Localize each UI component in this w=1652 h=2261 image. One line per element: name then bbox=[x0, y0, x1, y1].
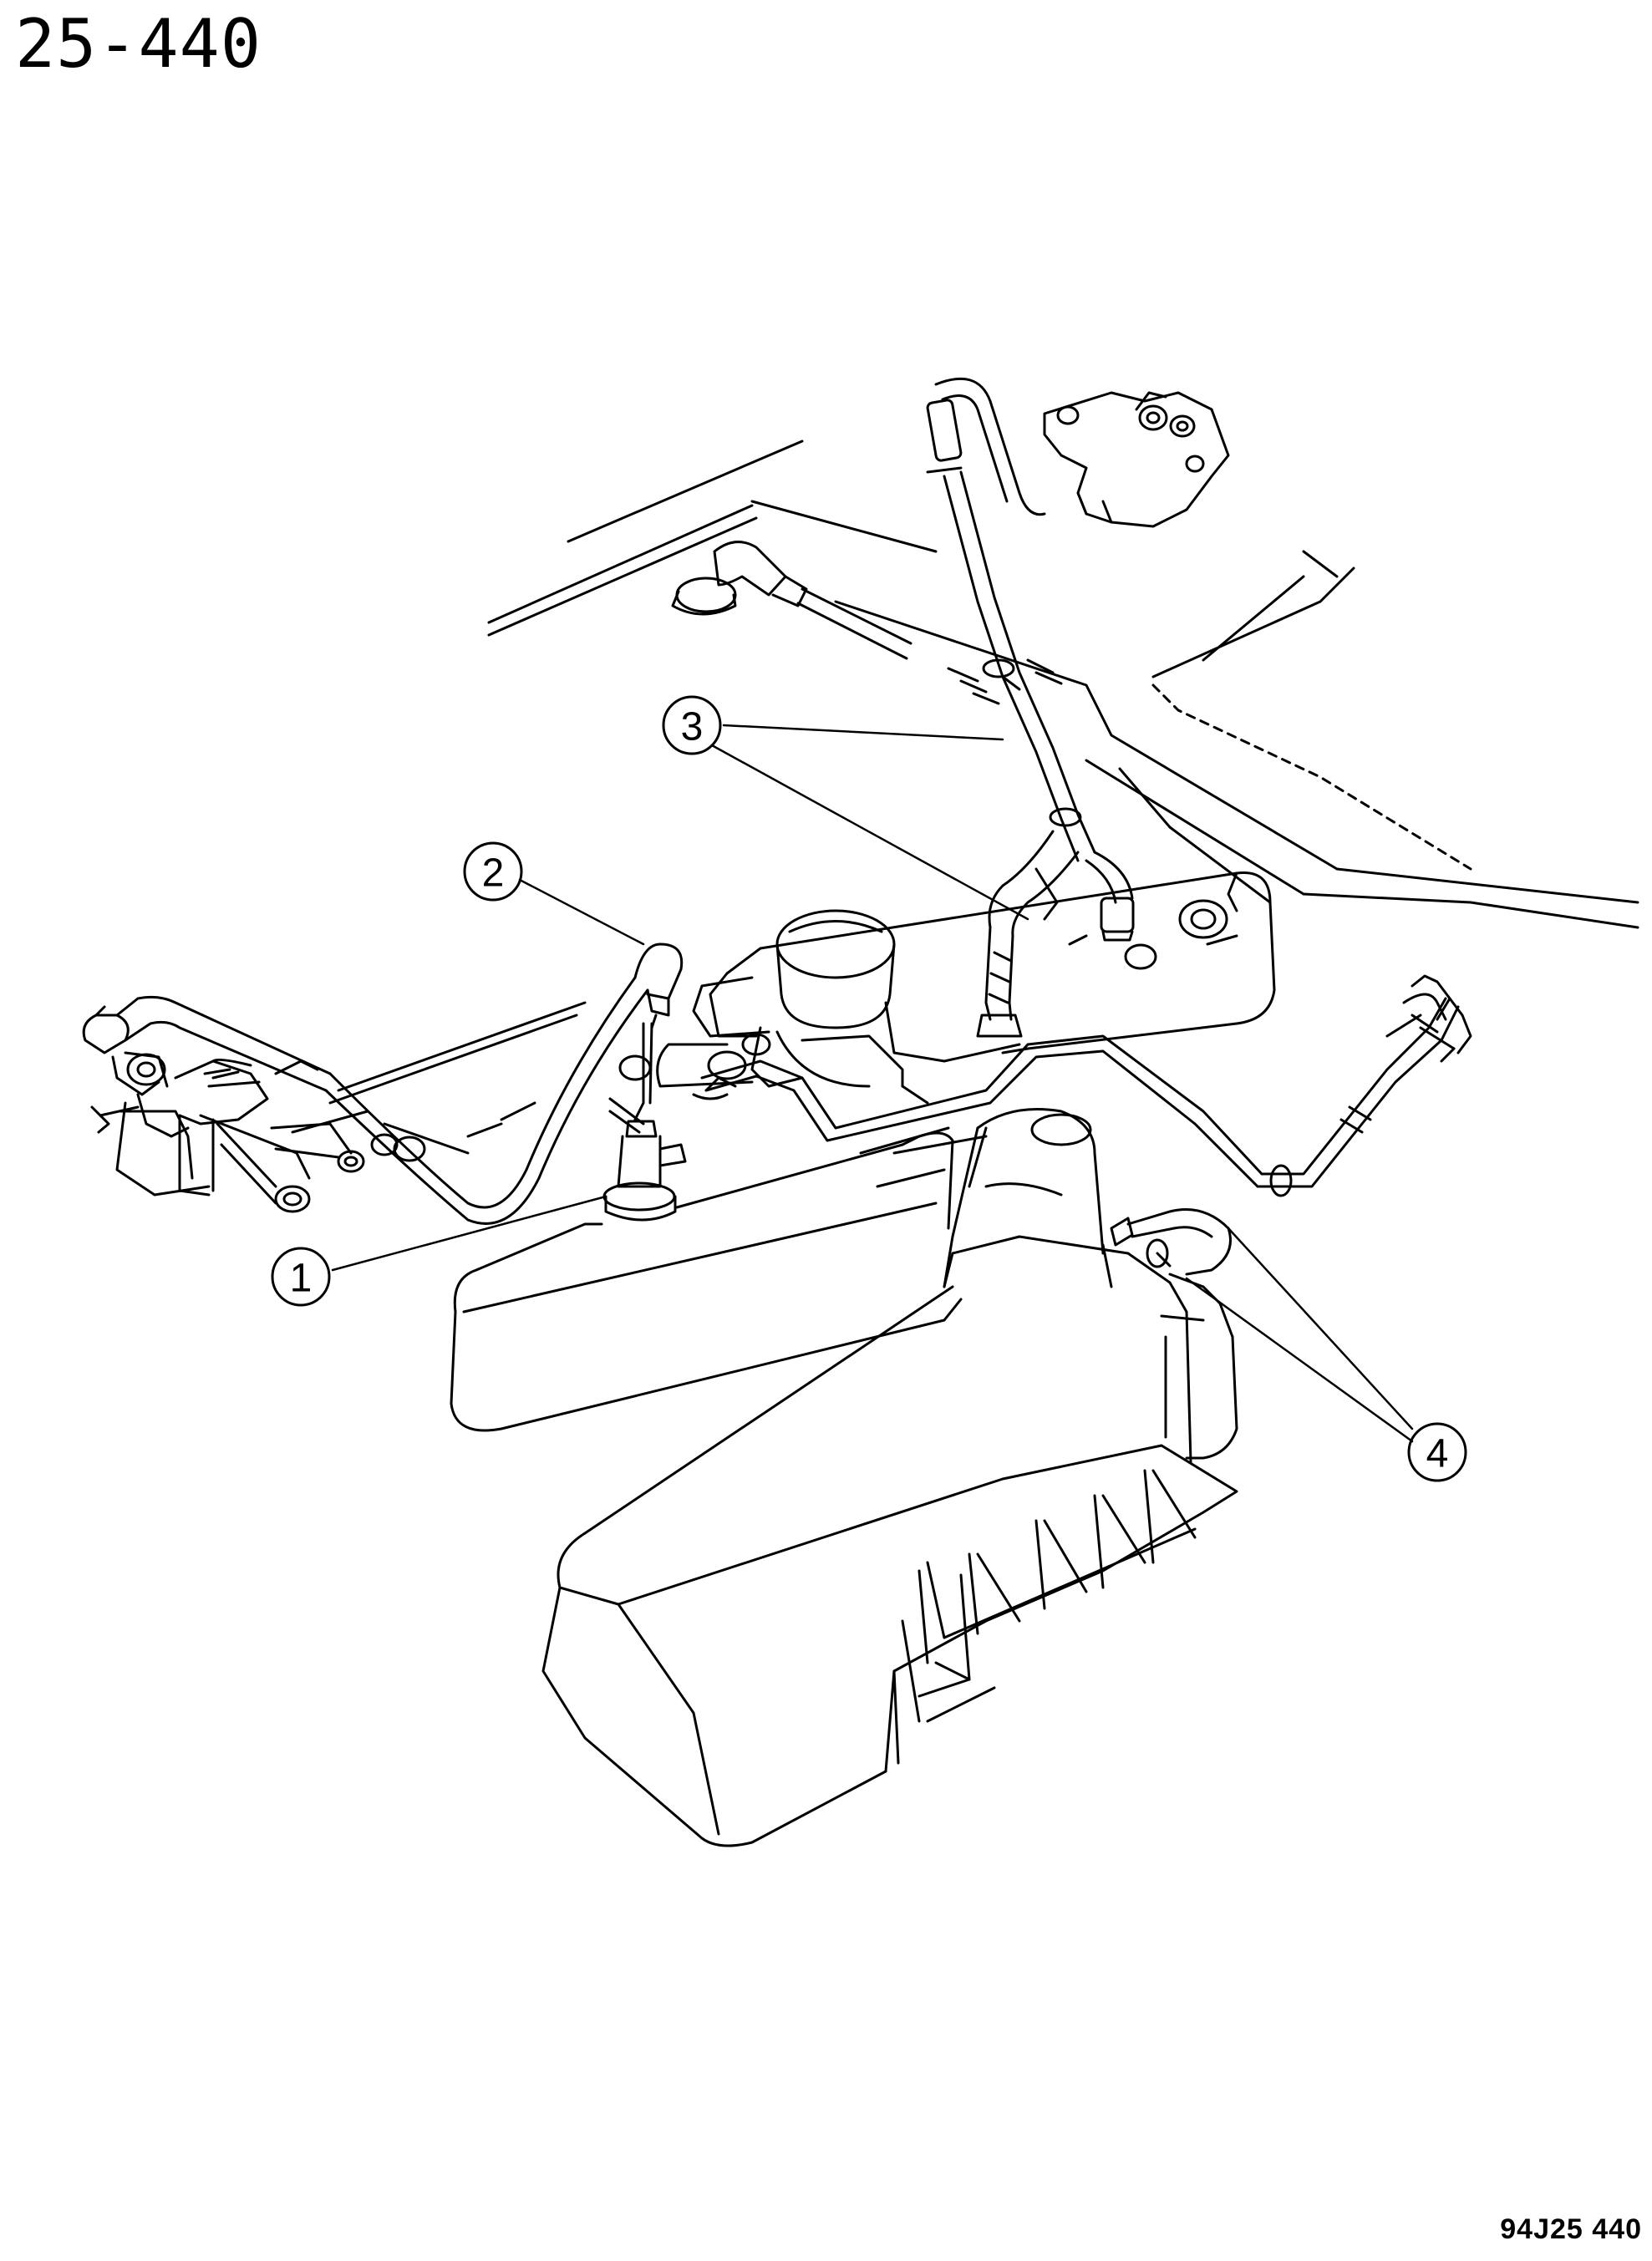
callout-1: 1 bbox=[271, 1247, 331, 1307]
leader-lines bbox=[331, 724, 1414, 1443]
vacuum-hose-4 bbox=[700, 974, 1472, 1197]
figure-code: 94J25 440 bbox=[1500, 2213, 1642, 2245]
brake-booster-bracket bbox=[1043, 391, 1230, 528]
vacuum-fitting-1 bbox=[602, 1022, 737, 1222]
callout-label-4: 4 bbox=[1426, 1432, 1449, 1476]
pcv-elbow-fitting bbox=[671, 541, 912, 660]
vacuum-servo-assembly bbox=[82, 995, 587, 1213]
leader-line-4a bbox=[1227, 1227, 1414, 1430]
leader-line-3a bbox=[722, 724, 1004, 741]
intake-manifold bbox=[608, 871, 1276, 1188]
callout-4: 4 bbox=[1407, 1422, 1467, 1482]
valve-cover bbox=[450, 1126, 963, 1432]
vacuum-hose-2 bbox=[324, 943, 684, 1225]
vehicle-frame-lines bbox=[487, 439, 1639, 929]
callout-3: 3 bbox=[662, 695, 722, 755]
leader-line-2 bbox=[518, 878, 645, 946]
leader-line-4b bbox=[1185, 1277, 1414, 1443]
page-number: 25-440 bbox=[15, 5, 262, 83]
callout-label-2: 2 bbox=[482, 851, 505, 896]
callout-label-1: 1 bbox=[290, 1257, 313, 1301]
leader-line-1 bbox=[331, 1195, 607, 1272]
callout-label-3: 3 bbox=[681, 705, 704, 749]
air-cleaner-box bbox=[541, 1235, 1238, 1847]
vacuum-hose-3 bbox=[926, 377, 1135, 1038]
callout-2: 2 bbox=[463, 841, 523, 902]
leader-line-3b bbox=[710, 744, 1029, 921]
